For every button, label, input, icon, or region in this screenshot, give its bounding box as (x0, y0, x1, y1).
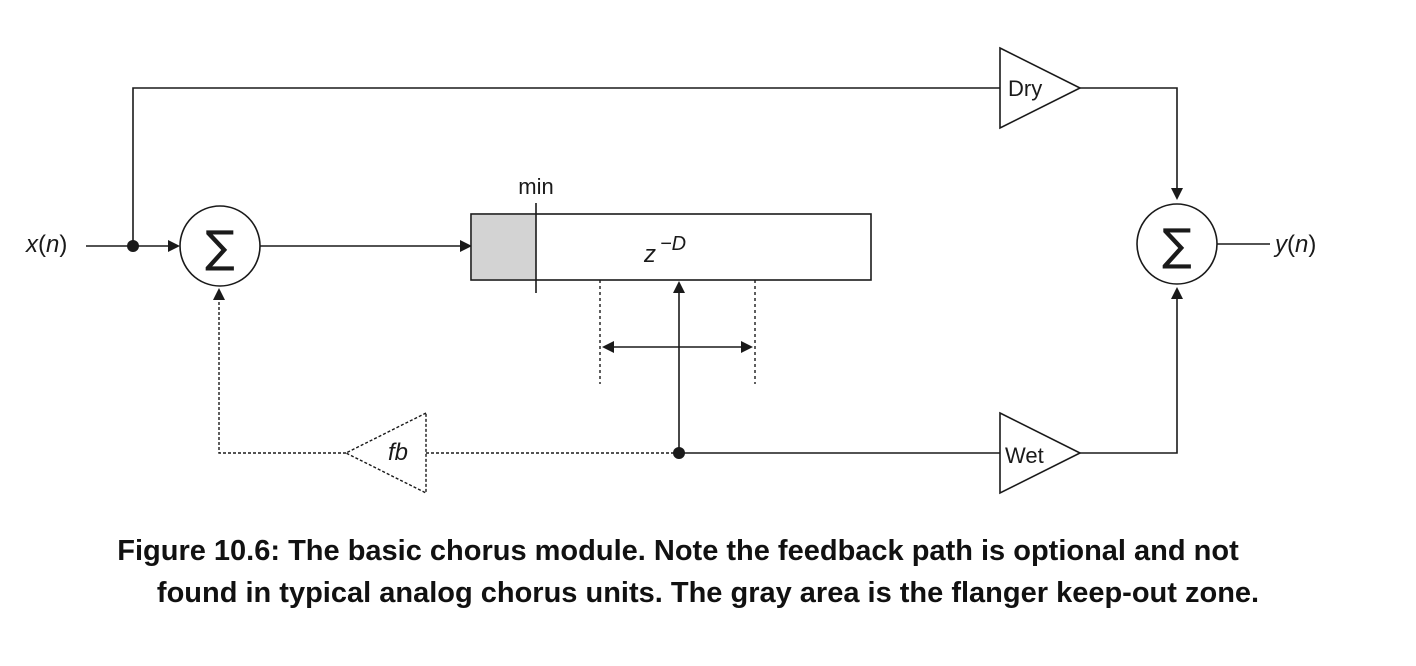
feedback-gain-triangle (344, 411, 427, 495)
dry-to-output-sum-wire (1080, 87, 1183, 200)
flanger-keepout-zone (472, 215, 536, 279)
input-label: x(n) (25, 231, 67, 258)
delay-line-box (470, 213, 872, 281)
dry-gain-triangle (999, 46, 1082, 130)
fb-label: fb (388, 439, 408, 466)
feedback-arrowhead (213, 288, 225, 300)
dry-path-wire (132, 87, 1000, 246)
output-label: y(n) (1273, 231, 1316, 258)
caption-line-1: Figure 10.6: The basic chorus module. No… (117, 535, 1239, 567)
wet-label: Wet (1005, 443, 1044, 468)
chorus-block-diagram: x(n) Dry ∑ min z−D Wet fb ∑ y(n) (25, 46, 1316, 495)
figure-caption: Figure 10.6: The basic chorus module. No… (0, 530, 1416, 614)
caption-line-2: found in typical analog chorus units. Th… (156, 577, 1260, 609)
delay-label: z−D (643, 233, 686, 268)
feedback-to-sum-wire (218, 300, 346, 454)
wet-gain-triangle (999, 411, 1082, 495)
dry-label: Dry (1008, 76, 1042, 101)
output-summer-sigma: ∑ (1162, 220, 1192, 271)
min-label: min (518, 174, 553, 199)
input-summer-sigma: ∑ (205, 222, 235, 273)
wet-to-output-sum-wire (1080, 287, 1183, 454)
